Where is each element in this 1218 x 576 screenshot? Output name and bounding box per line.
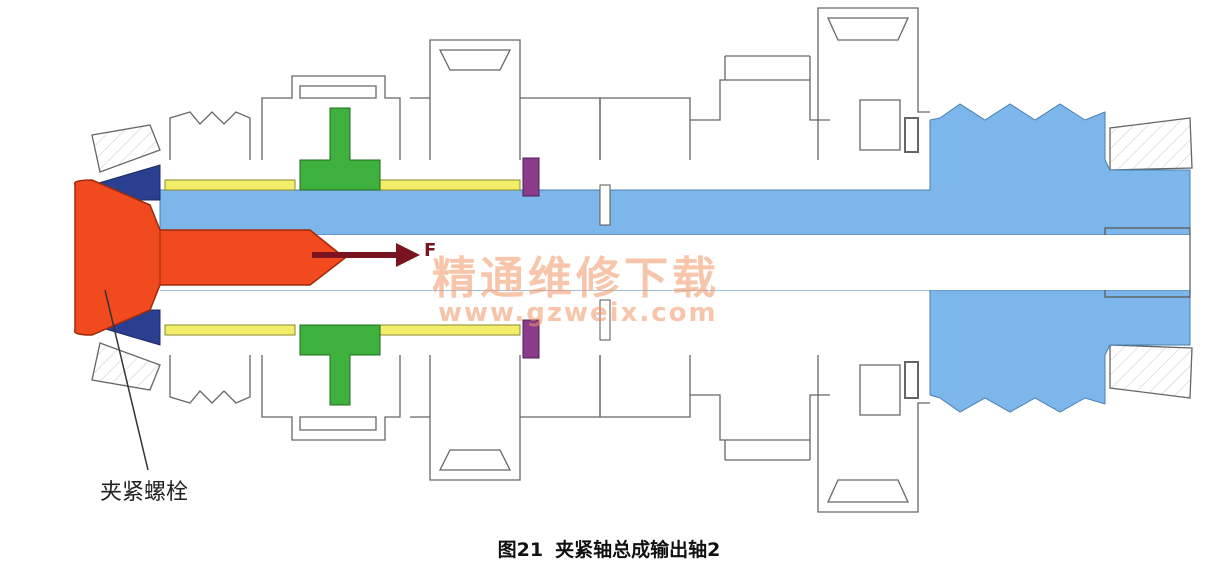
clamping-bolt-label: 夹紧螺栓: [100, 480, 189, 505]
force-label: F: [424, 240, 437, 261]
caption-number: 图21: [497, 539, 544, 561]
housing-outline-lower: [91, 342, 1193, 513]
output-shaft: [159, 103, 1191, 413]
callout-leader-line: [104, 289, 149, 471]
watermark-url: www.gzweix.com: [438, 298, 718, 328]
caption-title: 夹紧轴总成输出轴2: [555, 539, 721, 561]
figure-caption: 图21 夹紧轴总成输出轴2: [0, 535, 1218, 562]
synchro-hubs: [299, 107, 381, 406]
housing-outline-upper: [91, 7, 1193, 173]
force-arrow: [312, 243, 420, 267]
spacer-rings: [522, 157, 540, 359]
clamping-bolt: [73, 179, 347, 336]
watermark-title: 精通维修下载: [432, 253, 720, 304]
clamping-shaft-cross-section: [73, 7, 1193, 513]
